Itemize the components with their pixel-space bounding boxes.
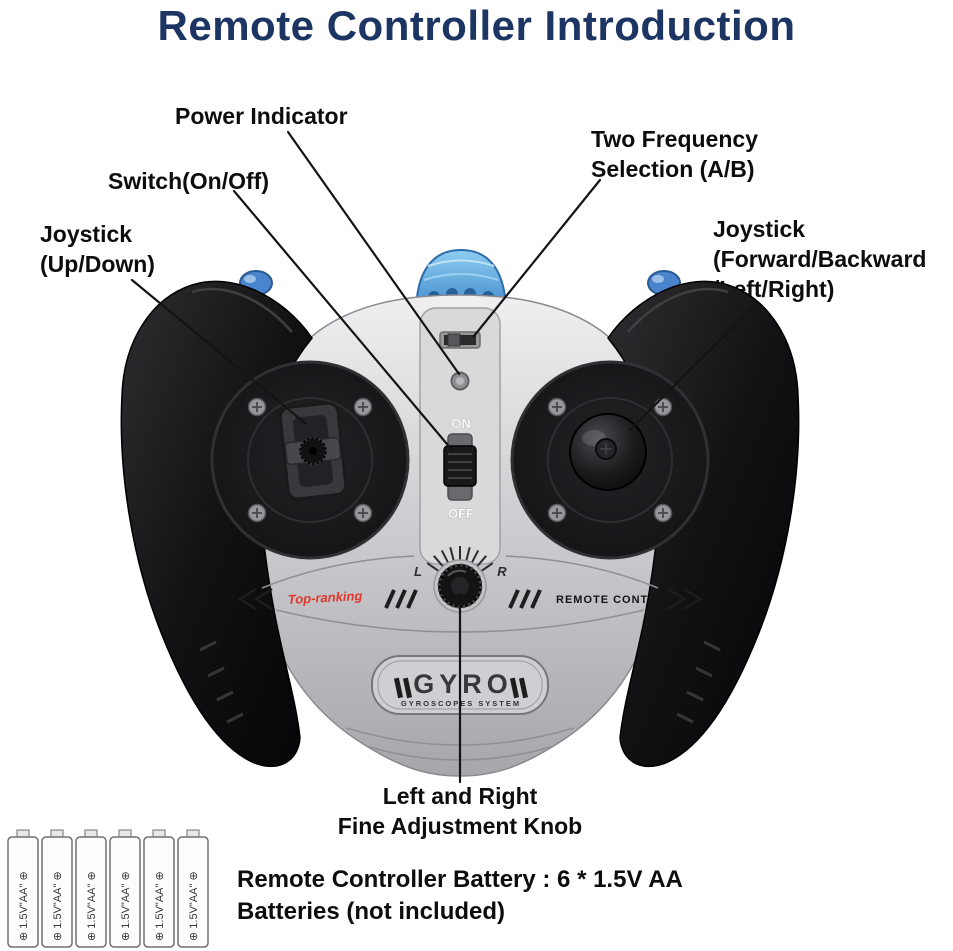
right-joystick	[569, 413, 647, 491]
brand-name: GYRO	[413, 669, 513, 699]
battery-cell: ⊕ 1.5V"AA" ⊕	[109, 829, 141, 948]
fine-adjustment-knob	[433, 559, 487, 613]
label-joystick-right: Joystick (Forward/Backward /Left/Right)	[713, 216, 927, 302]
slogan-right: REMOTE CONTROL	[556, 594, 675, 606]
trim-scale: L R	[414, 546, 507, 579]
screw-icon	[353, 503, 373, 523]
screw-icon	[653, 503, 673, 523]
on-off-switch: ON OFF	[443, 416, 477, 521]
off-label: OFF	[448, 506, 474, 521]
label-two-frequency: Two Frequency Selection (A/B)	[591, 126, 758, 182]
battery-cell: ⊕ 1.5V"AA" ⊕	[143, 829, 175, 948]
grip-texture	[199, 640, 721, 724]
leader-line-switch	[232, 189, 454, 452]
leader-line-joystick-right	[628, 302, 758, 432]
leader-line-power-indicator	[286, 130, 461, 376]
badge-bars-left	[393, 677, 413, 699]
trim-right-label: R	[497, 564, 507, 579]
battery-cell: ⊕ 1.5V"AA" ⊕	[7, 829, 39, 948]
left-joystick	[278, 401, 348, 501]
battery-cell: ⊕ 1.5V"AA" ⊕	[41, 829, 73, 948]
leader-lines	[130, 130, 758, 784]
leader-line-joystick-left	[130, 278, 308, 426]
svg-text:⊕ 1.5V"AA" ⊕: ⊕ 1.5V"AA" ⊕	[120, 871, 132, 941]
svg-text:⊕ 1.5V"AA" ⊕: ⊕ 1.5V"AA" ⊕	[188, 871, 200, 941]
battery-pack: ⊕ 1.5V"AA" ⊕ ⊕ 1.5V"AA" ⊕ ⊕ 1.5V"AA" ⊕ ⊕…	[7, 829, 209, 948]
decor-arrows-right	[667, 587, 703, 611]
page-title: Remote Controller Introduction	[157, 2, 796, 49]
screw-icon	[653, 397, 673, 417]
label-joystick-left: Joystick (Up/Down)	[40, 221, 155, 277]
left-grip-highlight	[191, 287, 293, 333]
svg-text:⊕ 1.5V"AA" ⊕: ⊕ 1.5V"AA" ⊕	[86, 871, 98, 941]
label-switch: Switch(On/Off)	[108, 168, 269, 194]
svg-text:⊕ 1.5V"AA" ⊕: ⊕ 1.5V"AA" ⊕	[154, 871, 166, 941]
right-grip-highlight	[627, 287, 729, 333]
power-indicator-led	[450, 371, 470, 391]
screw-icon	[547, 503, 567, 523]
screw-icon	[247, 397, 267, 417]
leader-line-two-frequency	[472, 178, 602, 338]
badge-bars-right	[509, 677, 529, 699]
screw-icon	[353, 397, 373, 417]
battery-cell: ⊕ 1.5V"AA" ⊕	[75, 829, 107, 948]
frequency-switch	[439, 331, 481, 349]
svg-text:⊕ 1.5V"AA" ⊕: ⊕ 1.5V"AA" ⊕	[52, 871, 64, 941]
decor-arrows-left	[237, 587, 273, 611]
battery-cell: ⊕ 1.5V"AA" ⊕	[177, 829, 209, 948]
label-battery-note: Remote Controller Battery : 6 * 1.5V AA …	[237, 866, 683, 926]
trim-left-label: L	[414, 564, 422, 579]
screw-icon	[547, 397, 567, 417]
svg-text:⊕ 1.5V"AA" ⊕: ⊕ 1.5V"AA" ⊕	[18, 871, 30, 941]
on-label: ON	[451, 416, 471, 431]
slogan-left: Top-ranking	[287, 588, 362, 607]
label-power-indicator: Power Indicator	[175, 103, 348, 129]
decor-hatch-right	[508, 589, 542, 609]
label-fine-adjustment-knob: Left and Right Fine Adjustment Knob	[337, 783, 583, 839]
screw-icon	[247, 503, 267, 523]
decor-hatch-left	[384, 589, 418, 609]
